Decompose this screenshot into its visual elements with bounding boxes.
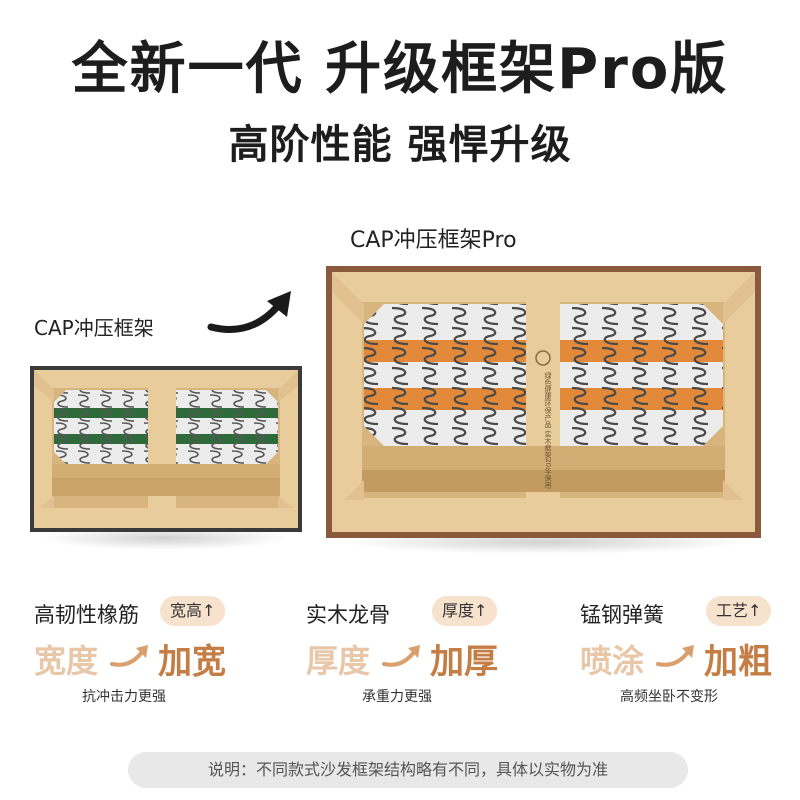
feature-note: 抗冲击力更强 (82, 689, 166, 705)
feature-note: 高频坐卧不变形 (620, 689, 718, 705)
pro-cap-frame-image: 绿色健康环保产品 实木框架20年保用 (326, 266, 761, 538)
feature-name: 锰钢弹簧 (580, 603, 664, 627)
old-frame-label: CAP冲压框架 (34, 316, 154, 340)
feature-badge: 工艺↑ (706, 596, 772, 626)
disclaimer-note: 说明：不同款式沙发框架结构略有不同，具体以实物为准 (128, 752, 688, 788)
center-post-text: 绿色健康环保产品 实木框架20年保用 (544, 371, 552, 489)
feature-name: 高韧性橡筋 (34, 603, 139, 627)
feature-note: 承重力更强 (362, 689, 432, 705)
feature-badge: 厚度↑ (432, 596, 498, 626)
feature-badge: 宽高↑ (160, 596, 226, 626)
feature-after: 加厚 (430, 642, 498, 682)
page-subtitle: 高阶性能 强悍升级 (228, 122, 572, 168)
pro-frame-left-spring-panel (364, 304, 526, 446)
old-cap-frame-image (30, 366, 302, 532)
feature-before: 宽度 (34, 642, 99, 680)
curved-arrow-icon (382, 645, 420, 667)
curved-arrow-icon (110, 645, 148, 667)
pro-frame-right-spring-panel (560, 304, 723, 446)
feature-after: 加粗 (704, 642, 772, 682)
curved-arrow-icon (656, 645, 694, 667)
page-title: 全新一代 升级框架Pro版 (71, 37, 729, 102)
feature-before: 喷涂 (580, 642, 645, 680)
upgrade-arrow-icon (207, 291, 291, 333)
old-frame-right-spring-panel (176, 390, 278, 464)
feature-name: 实木龙骨 (306, 603, 390, 627)
old-frame-left-spring-panel (54, 390, 148, 464)
feature-before: 厚度 (306, 642, 371, 680)
new-frame-label: CAP冲压框架Pro (350, 228, 517, 253)
feature-after: 加宽 (158, 642, 226, 682)
